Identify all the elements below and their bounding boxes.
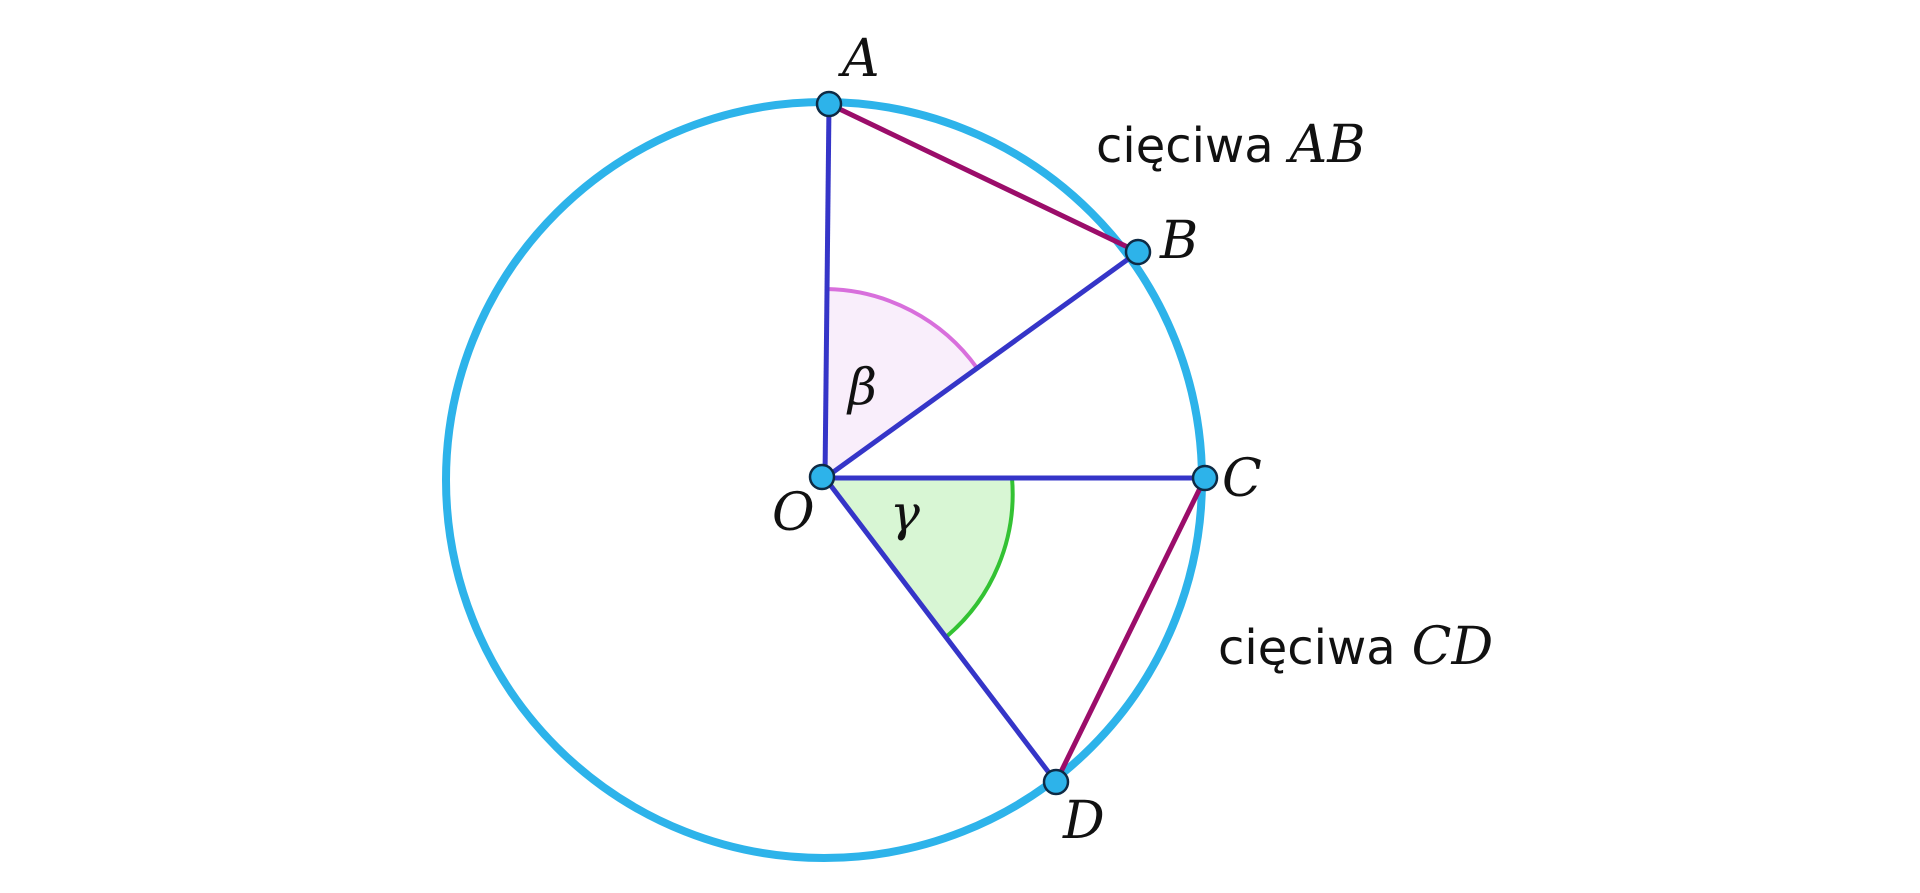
chord-cd-word: cięciwa — [1218, 620, 1396, 676]
label-O: O — [772, 483, 815, 543]
radius-OD — [823, 476, 1058, 784]
point-B — [1124, 238, 1152, 266]
radius-OA — [822, 103, 832, 479]
label-A: A — [838, 29, 880, 89]
label-C: C — [1222, 449, 1262, 509]
point-C — [1191, 464, 1219, 492]
chord-cd-label: cięciwa CD — [1218, 617, 1493, 677]
chord-ab-name: AB — [1286, 115, 1366, 175]
angle-gamma-arc — [944, 477, 1015, 639]
radius-OB — [823, 249, 1140, 481]
angle-beta-arc — [826, 287, 979, 370]
chord-ab-label: cięciwa AB — [1096, 115, 1365, 175]
label-D: D — [1062, 791, 1105, 851]
point-D — [1042, 768, 1070, 796]
label-gamma: γ — [890, 484, 920, 542]
point-A — [815, 90, 843, 118]
label-beta: β — [846, 358, 877, 416]
angle-gamma-sector — [825, 478, 1013, 637]
chord-CD — [1053, 476, 1208, 784]
label-B: B — [1159, 211, 1198, 271]
chord-AB — [827, 101, 1140, 255]
chord-ab-word: cięciwa — [1096, 118, 1274, 174]
angle-beta-sector — [825, 289, 977, 478]
chord-cd-name: CD — [1412, 617, 1493, 677]
point-O — [808, 463, 836, 491]
